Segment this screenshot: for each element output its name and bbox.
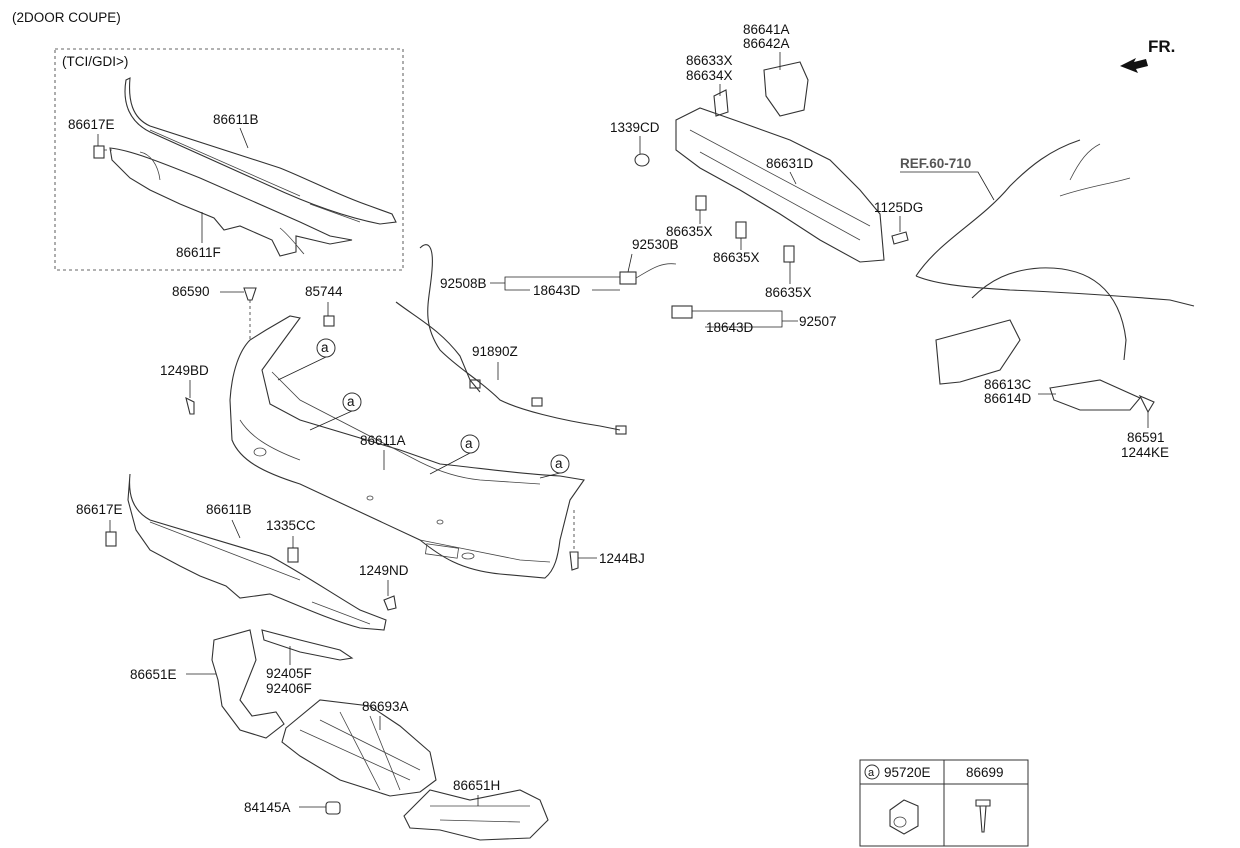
legend-callout: a (868, 767, 875, 779)
rear-bumper-cover-shape (229, 315, 585, 579)
label-91890Z: 91890Z (472, 344, 518, 359)
undercover-86693A-shape (281, 699, 437, 797)
nut-1339CD-shape (634, 153, 650, 167)
label-86635X-c: 86635X (765, 285, 812, 300)
label-1244BJ: 1244BJ (599, 551, 645, 566)
sensor-92530B-shape (619, 263, 677, 285)
bracket-86633X-shape (713, 89, 729, 117)
svg-text:a: a (465, 436, 473, 451)
sensor-95720E-icon (889, 799, 919, 835)
clip-86617E-shape (105, 531, 117, 547)
bracket-86641A-shape (763, 61, 809, 117)
bolt-1244BJ-shape (569, 510, 579, 571)
callout-a-1: a (316, 338, 336, 358)
label-92507: 92507 (799, 314, 837, 329)
label-86617E: 86617E (76, 502, 123, 517)
inset-diffuser-shape (109, 147, 353, 257)
label-92508B: 92508B (440, 276, 487, 291)
label-85744: 85744 (305, 284, 343, 299)
label-86611A: 86611A (360, 433, 406, 448)
label-86633X: 86633X (686, 53, 733, 68)
bolt-1249ND-shape (383, 595, 397, 611)
nut-84145A-shape (325, 801, 341, 815)
label-86590: 86590 (172, 284, 210, 299)
impact-beam-86631D-shape (675, 107, 885, 263)
svg-text:a: a (347, 394, 355, 409)
label-86641A: 86641A (743, 22, 790, 37)
label-86635X-a: 86635X (666, 224, 713, 239)
label-92405F: 92405F (266, 666, 312, 681)
legend-table: a 95720E 86699 (859, 759, 1029, 847)
label-1249BD: 1249BD (160, 363, 209, 378)
fastener-86590-shape (243, 287, 257, 340)
label-1244KE: 1244KE (1121, 445, 1169, 460)
sensor-92507-shape (671, 305, 693, 319)
label-86631D: 86631D (766, 156, 814, 171)
bracket-86635X-c-shape (783, 245, 795, 263)
quarter-panel-reference-shape (915, 139, 1195, 361)
side-bracket-86651E-shape (211, 629, 285, 739)
svg-text:a: a (555, 456, 563, 471)
label-92530B: 92530B (632, 237, 679, 252)
lower-diffuser-shape (127, 473, 387, 631)
tci-gdi-inset-box (54, 48, 404, 271)
inset-upper-lip-shape (124, 77, 397, 225)
diagram-title: (2DOOR COUPE) (12, 10, 121, 25)
bolt-86699-icon (975, 799, 991, 833)
label-86651H: 86651H (453, 778, 500, 793)
legend-col1: 95720E (884, 765, 931, 780)
label-86634X: 86634X (686, 68, 733, 83)
label-1125DG: 1125DG (874, 200, 923, 215)
label-84145A: 84145A (244, 800, 291, 815)
ref-label: REF.60-710 (900, 156, 971, 171)
side-bracket-86613C-shape (935, 319, 1141, 411)
label-86614D: 86614D (984, 391, 1032, 406)
label-86611B: 86611B (206, 502, 252, 517)
bolt-1249BD-shape (185, 396, 195, 415)
label-86693A: 86693A (362, 699, 409, 714)
svg-text:a: a (321, 340, 329, 355)
front-direction-arrow-icon (1120, 58, 1148, 73)
clip-1335CC-shape (287, 547, 299, 563)
label-86617E-top: 86617E (68, 117, 115, 132)
label-92406F: 92406F (266, 681, 312, 696)
bolt-86591-shape (1138, 394, 1155, 414)
label-86635X-b: 86635X (713, 250, 760, 265)
side-cover-86651H-shape (403, 789, 549, 841)
wiring-harness-91890Z-shape (395, 244, 627, 435)
label-1339CD: 1339CD (610, 120, 660, 135)
label-86611B-top: 86611B (213, 112, 259, 127)
legend-col2: 86699 (966, 765, 1004, 780)
label-86642A: 86642A (743, 36, 790, 51)
bolt-1125DG-shape (891, 231, 909, 245)
inset-title: (TCI/GDI>) (62, 54, 128, 69)
label-1335CC: 1335CC (266, 518, 316, 533)
front-direction-label: FR. (1148, 37, 1175, 56)
label-86651E: 86651E (130, 667, 177, 682)
bracket-86635X-a-shape (695, 195, 707, 211)
label-86591: 86591 (1127, 430, 1165, 445)
reflector-92405F-shape (261, 629, 354, 661)
callout-a-3: a (460, 434, 480, 454)
callout-a-4: a (550, 454, 570, 474)
label-18643D-b: 18643D (706, 320, 754, 335)
label-18643D-a: 18643D (533, 283, 581, 298)
fastener-85744-shape (323, 315, 335, 327)
bracket-86635X-b-shape (735, 221, 747, 239)
label-1249ND: 1249ND (359, 563, 409, 578)
callout-a-2: a (342, 392, 362, 412)
inset-clip-86617E-shape (93, 145, 112, 159)
label-86613C: 86613C (984, 377, 1032, 392)
label-86611F: 86611F (176, 245, 221, 260)
